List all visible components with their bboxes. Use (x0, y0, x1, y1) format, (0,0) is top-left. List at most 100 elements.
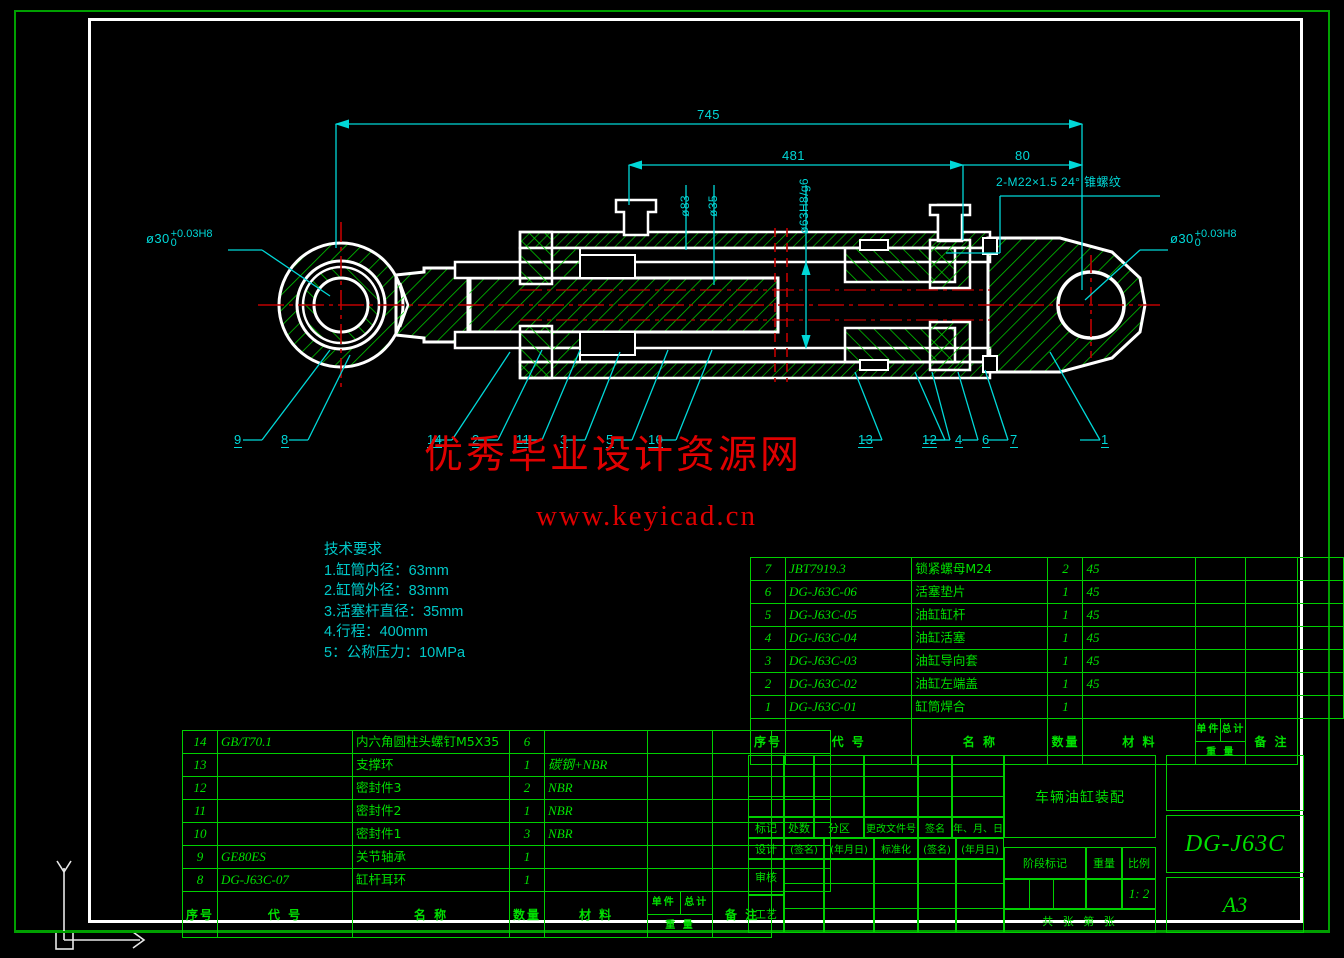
label-date-paren2: (年月日) (956, 838, 1004, 859)
cell-code: DG-J63C-05 (785, 603, 913, 627)
cell-unit (1195, 557, 1247, 581)
label-date: 年、月、日 (952, 817, 1004, 838)
cell-name: 缸杆耳环 (352, 868, 511, 892)
cell-name: 密封件1 (352, 822, 511, 846)
technical-requirements: 技术要求 1.缸筒内径：63mm 2.缸筒外径：83mm 3.活塞杆直径：35m… (324, 542, 466, 661)
cell-qty: 1 (1047, 672, 1084, 696)
cell-material: NBR (544, 822, 649, 846)
dim-right-pin-lower: 0 (1194, 237, 1201, 249)
label-count: 处数 (784, 817, 814, 838)
hdr2-code: 代 号 (217, 891, 354, 938)
hdr2-weight: 重 量 (665, 920, 695, 931)
sig-cell-4 (918, 859, 956, 933)
cell-material: NBR (544, 776, 649, 800)
cell-seq: 9 (181, 845, 219, 869)
dim-bore-outer: ø83 (678, 195, 692, 217)
cell-seq: 3 (749, 649, 787, 673)
cell-remark (771, 776, 832, 800)
cell-seq: 2 (749, 672, 787, 696)
label-process: 工艺 (748, 895, 784, 933)
cell-code: DG-J63C-03 (785, 649, 913, 673)
cell-unit (1195, 695, 1247, 719)
cell-qty: 3 (509, 822, 546, 846)
cell-name: 密封件2 (352, 799, 511, 823)
hdr-remark: 备 注 (1245, 718, 1298, 765)
dim-right-pin: ø30 (1170, 231, 1194, 246)
cell-qty: 1 (509, 845, 546, 869)
ucs-icon (55, 860, 146, 950)
cell-qty: 1 (509, 753, 546, 777)
balloon-1: 1 (1101, 432, 1109, 448)
hdr2-name: 名 称 (352, 891, 511, 938)
cell-seq: 7 (749, 557, 787, 581)
balloon-3: 3 (560, 432, 568, 448)
cell-material (1082, 695, 1197, 719)
cell-material: 45 (1082, 626, 1197, 650)
cell-material: 45 (1082, 557, 1197, 581)
cell-qty: 1 (1047, 695, 1084, 719)
dimension-lines (228, 119, 1168, 350)
cell-seq: 4 (749, 626, 787, 650)
cell-name: 支撑环 (352, 753, 511, 777)
cell-name: 油缸导向套 (911, 649, 1049, 673)
label-change-doc: 更改文件号 (864, 817, 918, 838)
sheets-label: 共 张 第 张 (1004, 909, 1156, 933)
cell-name: 油缸左端盖 (911, 672, 1049, 696)
cell-unit (647, 753, 714, 777)
cell-code (217, 753, 354, 777)
sig-rule-1 (784, 883, 1004, 884)
label-scale: 比例 (1122, 847, 1156, 879)
cell-unit (647, 822, 714, 846)
cell-qty: 1 (1047, 580, 1084, 604)
cell-unit (647, 730, 714, 754)
cell-name: 油缸缸杆 (911, 603, 1049, 627)
cell-unit (1195, 626, 1247, 650)
hdr2-material: 材 料 (544, 891, 649, 938)
cell-qty: 2 (509, 776, 546, 800)
balloon-10: 10 (648, 432, 664, 448)
cell-seq: 13 (181, 753, 219, 777)
cell-total (1245, 626, 1298, 650)
cell-remark (771, 753, 832, 777)
cell-seq: 14 (181, 730, 219, 754)
cell-code: JBT7919.3 (785, 557, 913, 581)
cell-material: 碳钢+NBR (544, 753, 649, 777)
cell-material: 45 (1082, 603, 1197, 627)
label-design: 设计 (748, 838, 784, 859)
cell-seq: 1 (749, 695, 787, 719)
cell-code: DG-J63C-01 (785, 695, 913, 719)
balloon-6: 6 (982, 432, 990, 448)
cell-seq: 10 (181, 822, 219, 846)
cell-unit (1195, 649, 1247, 673)
cell-material (544, 845, 649, 869)
rev-cell-5 (918, 755, 952, 817)
dim-rod-diameter: ø35 (706, 195, 720, 217)
cell-name: 密封件3 (352, 776, 511, 800)
label-signature: 签名 (918, 817, 952, 838)
drawing-number: DG-J63C (1166, 815, 1304, 873)
piston-assembly (614, 198, 972, 372)
bom-lower-header-row: 序号 代 号 名 称 数量 材 料 单件 总计 重 量 备 注 (181, 891, 831, 938)
label-date-paren: (年月日) (824, 838, 874, 859)
watermark-url: www.keyicad.cn (536, 500, 757, 532)
label-sign-paren: (签名) (784, 838, 824, 859)
weight-value-cell (1086, 879, 1122, 909)
rev-cell-2 (784, 755, 814, 817)
hdr2-qty: 数量 (509, 891, 546, 938)
cell-material: 45 (1082, 672, 1197, 696)
balloon-4: 4 (955, 432, 963, 448)
cell-material (544, 730, 649, 754)
cell-code (217, 776, 354, 800)
label-zone: 分区 (814, 817, 864, 838)
cell-total (1245, 580, 1298, 604)
cell-remark (771, 730, 832, 754)
cell-remark (1296, 649, 1344, 673)
